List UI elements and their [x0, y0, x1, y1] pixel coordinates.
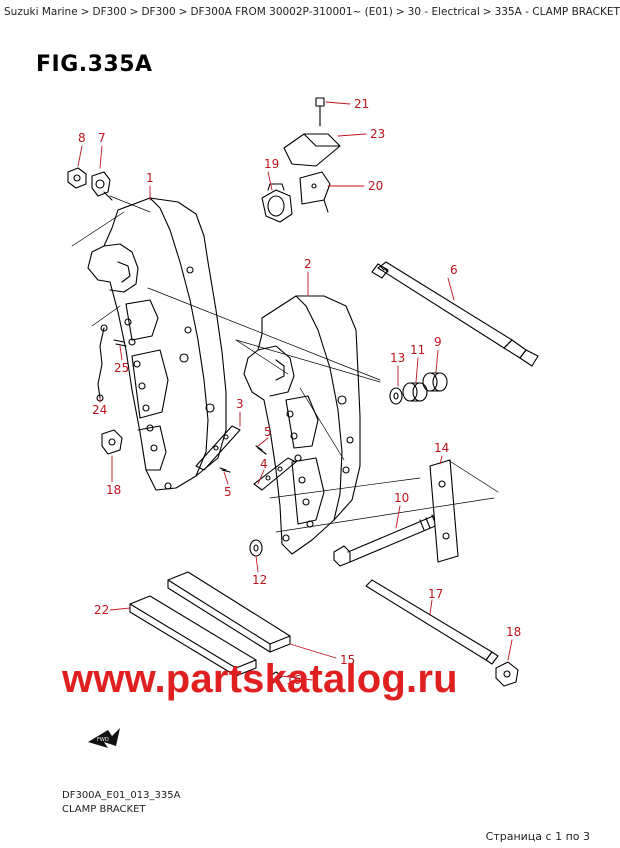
callout-13: 13	[390, 351, 405, 365]
breadcrumb-separator: >	[178, 6, 188, 18]
part-18-nut	[101, 429, 123, 455]
part-3-plate	[195, 425, 241, 471]
part-12-washer	[249, 539, 263, 557]
callout-24: 24	[92, 403, 107, 417]
part-13-washer	[389, 387, 403, 405]
part-19-grommet	[261, 183, 293, 223]
part-7-washer	[91, 171, 113, 201]
part-23-cover	[283, 133, 341, 167]
callout-19: 19	[264, 157, 279, 171]
fwd-arrow-icon: FWD	[88, 728, 120, 748]
callout-18: 18	[506, 625, 521, 639]
callout-8: 8	[78, 131, 86, 145]
callout-22: 22	[94, 603, 109, 617]
part-24-lead-wire	[96, 324, 108, 402]
part-6-tilt-tube	[371, 261, 539, 367]
part-2-clamp-bracket	[243, 295, 361, 555]
callout-20: 20	[368, 179, 383, 193]
callout-12: 12	[252, 573, 267, 587]
figure-code: DF300A_E01_013_335A	[62, 790, 181, 801]
part-9-bushing	[422, 372, 448, 392]
breadcrumb-separator: >	[80, 6, 90, 18]
callout-5: 5	[264, 425, 272, 439]
breadcrumb-separator: >	[129, 6, 139, 18]
breadcrumb-item-current: 335A - CLAMP BRACKET	[494, 6, 620, 18]
callout-10: 10	[394, 491, 409, 505]
breadcrumb-separator: >	[395, 6, 405, 18]
breadcrumb-item-df300-model[interactable]: DF300	[141, 6, 176, 18]
part-4-plate	[253, 457, 297, 491]
callout-1: 1	[146, 171, 154, 185]
callout-23: 23	[370, 127, 385, 141]
part-25-screw	[113, 339, 127, 347]
part-18-nut	[495, 661, 519, 687]
callout-18-left: 18	[106, 483, 121, 497]
part-5-screw	[255, 445, 267, 455]
breadcrumb-item-suzuki-marine[interactable]: Suzuki Marine	[4, 6, 78, 18]
breadcrumb-item-df300a[interactable]: DF300A FROM 30002P-310001~ (E01)	[190, 6, 393, 18]
part-21-screw	[315, 97, 325, 127]
breadcrumb-separator: >	[482, 6, 492, 18]
callout-15: 15	[340, 653, 355, 667]
figure-caption: CLAMP BRACKET	[62, 804, 146, 815]
part-10-bolt	[333, 513, 441, 567]
fwd-label: FWD	[97, 737, 109, 743]
breadcrumb-item-electrical[interactable]: 30 - Electrical	[407, 6, 480, 18]
figure-title: FIG.335A	[36, 52, 153, 77]
part-17-shaft	[365, 579, 499, 665]
part-11-bushing	[402, 382, 428, 402]
callout-14: 14	[434, 441, 449, 455]
callout-6: 6	[450, 263, 458, 277]
part-14-plate	[429, 459, 459, 563]
callout-4: 4	[260, 457, 268, 471]
part-5-screw	[219, 467, 231, 473]
part-20-bracket	[299, 171, 331, 213]
callout-16: 16	[286, 673, 301, 687]
callout-25: 25	[114, 361, 129, 375]
breadcrumb-item-df300[interactable]: DF300	[92, 6, 127, 18]
watermark: www.partskatalog.ru	[62, 657, 458, 701]
callout-9: 9	[434, 335, 442, 349]
callout-21: 21	[354, 97, 369, 111]
part-8-nut	[67, 167, 87, 189]
parts-diagram: 1 2 3 4 5 5 6 7 8 9 10 11 12 13 14 15 16…	[67, 97, 539, 748]
part-15-pad	[167, 571, 291, 653]
callout-5-lower: 5	[224, 485, 232, 499]
callout-11: 11	[410, 343, 425, 357]
callout-7: 7	[98, 131, 106, 145]
page-indicator: Страница с 1 по 3	[485, 830, 590, 843]
part-1-clamp-bracket	[87, 197, 227, 491]
callout-3: 3	[236, 397, 244, 411]
breadcrumb: Suzuki Marine>DF300>DF300>DF300A FROM 30…	[4, 6, 620, 18]
callout-17: 17	[428, 587, 443, 601]
callout-2: 2	[304, 257, 312, 271]
